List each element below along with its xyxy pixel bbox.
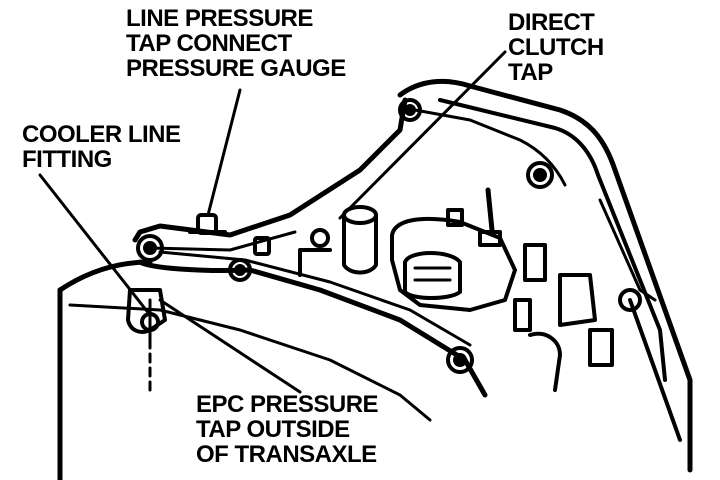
direct-clutch-label-line-1: DIRECT <box>508 9 595 36</box>
leader-lines <box>38 50 507 394</box>
leader-line-pressure <box>206 88 242 217</box>
direct-clutch-label-line-2: CLUTCH <box>508 34 604 61</box>
cooler-line-label-line-1: COOLER LINE <box>22 121 181 148</box>
epc-pressure-tap-label: EPC PRESSURE TAP OUTSIDE OF TRANSAXLE <box>196 391 379 468</box>
line-pressure-label-line-2: TAP CONNECT <box>126 30 292 57</box>
line-pressure-label-line-3: PRESSURE GAUGE <box>126 55 346 82</box>
cooler-line-fitting-label: COOLER LINE FITTING <box>22 122 181 172</box>
direct-clutch-label-line-3: TAP <box>508 59 553 86</box>
solenoid-assembly <box>298 187 614 392</box>
cooler-line-fitting <box>126 288 167 392</box>
flange-bolts <box>136 98 642 374</box>
leader-direct-clutch <box>338 50 507 220</box>
leader-cooler-line <box>38 173 152 317</box>
case-housing <box>397 78 693 473</box>
direct-clutch-tap-label: DIRECT CLUTCH TAP <box>508 10 604 85</box>
epc-label-line-1: EPC PRESSURE <box>196 391 379 418</box>
epc-label-line-3: OF TRANSAXLE <box>196 441 377 468</box>
leader-epc <box>158 298 302 394</box>
line-pressure-label-line-1: LINE PRESSURE <box>126 5 313 32</box>
epc-label-line-2: TAP OUTSIDE <box>196 416 350 443</box>
line-pressure-tap-label: LINE PRESSURE TAP CONNECT PRESSURE GAUGE <box>126 6 346 81</box>
cooler-line-label-line-2: FITTING <box>22 146 112 173</box>
